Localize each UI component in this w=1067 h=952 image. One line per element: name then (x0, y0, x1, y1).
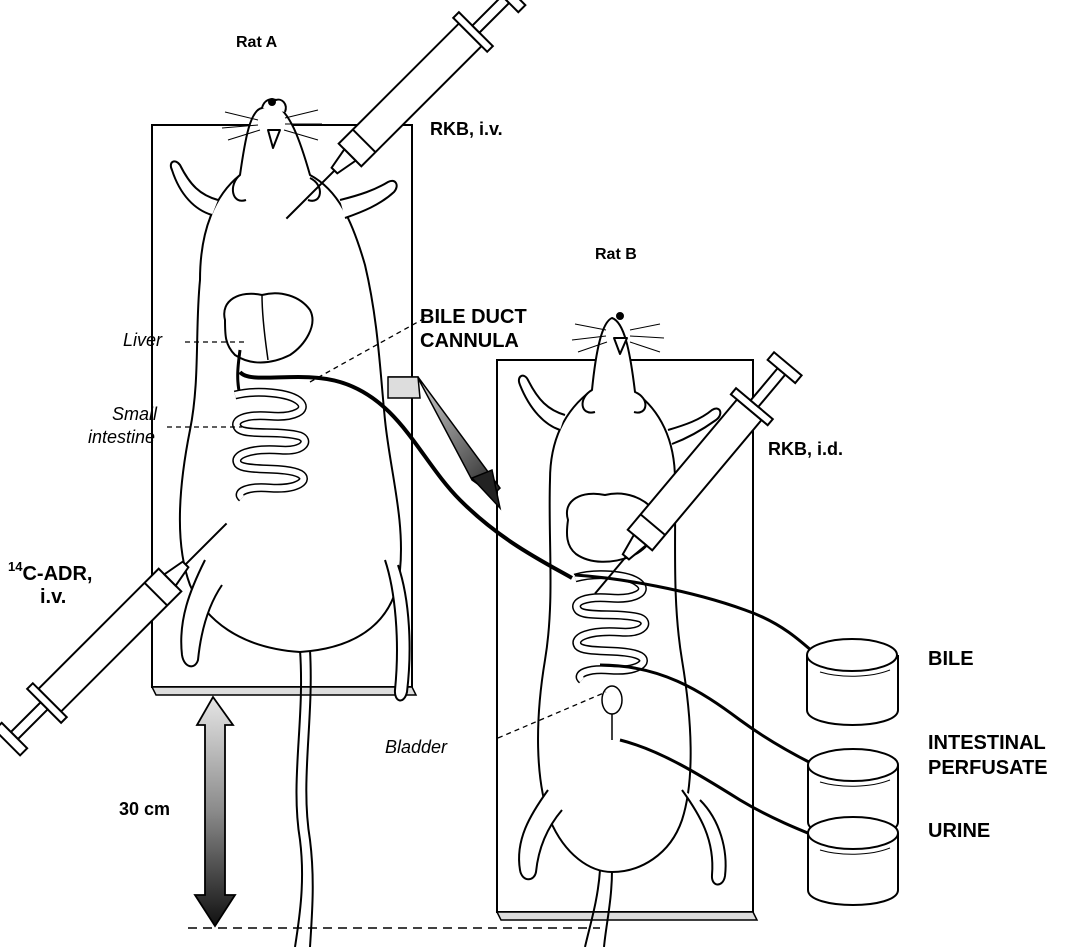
bile-duct-cannula-label-line1: BILE DUCT (420, 306, 527, 328)
cup-bile (807, 639, 898, 725)
small-intestine-label-line2: intestine (88, 428, 155, 448)
rkb-id-label: RKB, i.d. (768, 440, 843, 460)
adr-label-line1: 14C-ADR, (8, 560, 92, 585)
adr-label-line2: i.v. (40, 586, 66, 608)
bile-duct-cannula-label-line2: CANNULA (420, 330, 519, 352)
adr-superscript: 14 (8, 559, 22, 574)
intestinal-perfusate-label-line1: INTESTINAL (928, 732, 1046, 754)
rat-b-label: Rat B (595, 246, 637, 264)
rat-a-label: Rat A (236, 34, 277, 52)
urine-label: URINE (928, 820, 990, 842)
bladder-label: Bladder (385, 738, 447, 758)
intestinal-perfusate-label-line2: PERFUSATE (928, 757, 1048, 779)
liver-label: Liver (123, 331, 162, 351)
small-intestine-label-line1: Small (112, 405, 157, 425)
adr-label-text: C-ADR, (22, 563, 92, 585)
cup-urine (808, 817, 898, 905)
height-label: 30 cm (119, 800, 170, 820)
bile-label: BILE (928, 648, 974, 670)
rkb-iv-label: RKB, i.v. (430, 120, 503, 140)
